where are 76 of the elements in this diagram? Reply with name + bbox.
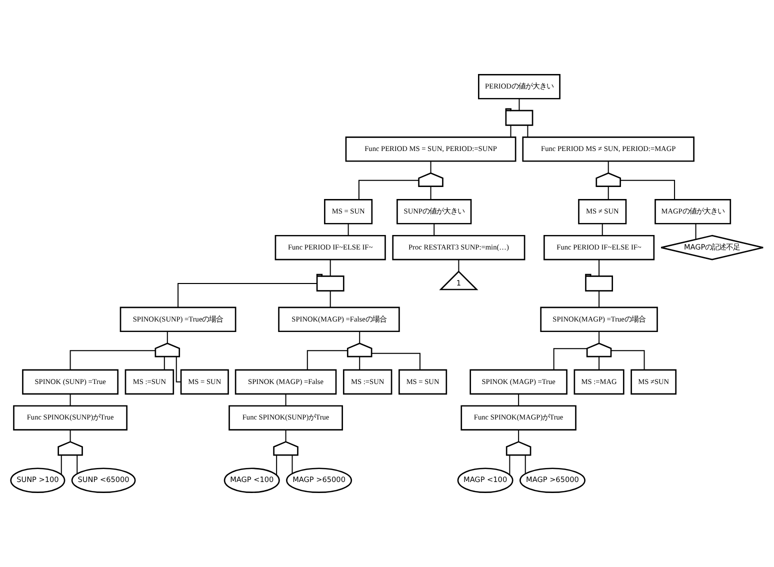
connector (434, 223, 435, 236)
node-dome (273, 441, 298, 456)
connector (306, 350, 348, 370)
node-dome (596, 172, 621, 187)
connector (176, 356, 182, 382)
node-box: Func PERIOD MS ≠ SUN, PERIOD:=MAGP (522, 136, 694, 162)
node-box: MS = SUN (180, 369, 229, 395)
connector (70, 350, 156, 370)
connector (178, 283, 318, 308)
node-dome (346, 342, 372, 358)
connector (70, 394, 71, 406)
connector (518, 394, 520, 406)
connector (610, 350, 645, 370)
connector (348, 223, 349, 236)
connector (330, 290, 331, 308)
connector (292, 454, 293, 474)
connector (524, 454, 526, 474)
connector (430, 160, 432, 174)
connector (458, 259, 460, 272)
node-box: MS ≠SUN (630, 369, 677, 395)
node-box: Func SPINOK(SUNP)がTrue (13, 405, 128, 430)
node-box: MS = SUN (324, 199, 373, 224)
node-dome (586, 342, 612, 358)
node-dome (58, 441, 83, 456)
connector (620, 180, 676, 200)
connector (608, 186, 609, 200)
node-box: MS :=SUN (124, 369, 174, 395)
connector (598, 290, 600, 308)
connector (598, 330, 600, 344)
connector (598, 356, 600, 370)
node-box: SPINOK (MAGP) =True (470, 369, 568, 395)
connector (285, 394, 286, 406)
node-box: PERIODの値が大きい (478, 74, 560, 100)
node-box: MS ≠ SUN (578, 199, 627, 224)
connector (359, 330, 360, 344)
connector (330, 259, 331, 277)
connector (371, 352, 420, 370)
connector (164, 356, 165, 370)
node-dome (154, 342, 180, 358)
node-box: SPINOK (SUNP) =True (22, 369, 118, 395)
node-box: SUNPの値が大きい (396, 199, 472, 224)
node-box: SPINOK(SUNP) =Trueの場合 (120, 306, 236, 332)
node-box: Func PERIOD MS = SUN, PERIOD:=SUNP (345, 136, 516, 162)
connector (276, 454, 278, 476)
connector (166, 330, 168, 344)
connector (518, 429, 520, 442)
connector (430, 186, 432, 200)
node-box: MS :=SUN (342, 369, 392, 395)
node-box: Func PERIOD IF~ELSE IF~ (274, 234, 386, 260)
node-box: Func SPINOK(MAGP)がTrue (460, 405, 576, 430)
node-box: Proc RESTART3 SUNP:=min(…) (392, 234, 526, 260)
node-box: MS = SUN (398, 369, 448, 395)
node-box: MS :=MAG (574, 369, 624, 395)
connector (76, 454, 78, 474)
connector (60, 454, 62, 476)
connector (358, 180, 420, 200)
connector (518, 98, 520, 111)
node-box: Func PERIOD IF~ELSE IF~ (544, 234, 655, 260)
connector (285, 429, 286, 442)
connector (602, 223, 603, 236)
connector (510, 124, 512, 138)
connector (509, 454, 510, 476)
connector (608, 160, 609, 174)
connector (527, 124, 528, 138)
connector (70, 429, 71, 442)
connector (695, 223, 696, 240)
node-box: SPINOK(MAGP) =Falseの場合 (278, 306, 400, 332)
node-dome (506, 441, 532, 456)
node-box: MAGPの値が大きい (654, 199, 732, 224)
node-box: SPINOK (MAGP) =False (234, 369, 337, 395)
connector (598, 259, 600, 277)
node-box: Func SPINOK(SUNP)がTrue (228, 405, 343, 430)
connector (359, 356, 360, 370)
connector (553, 348, 588, 370)
node-dome (418, 172, 444, 187)
node-box: SPINOK(MAGP) =Trueの場合 (540, 306, 658, 332)
